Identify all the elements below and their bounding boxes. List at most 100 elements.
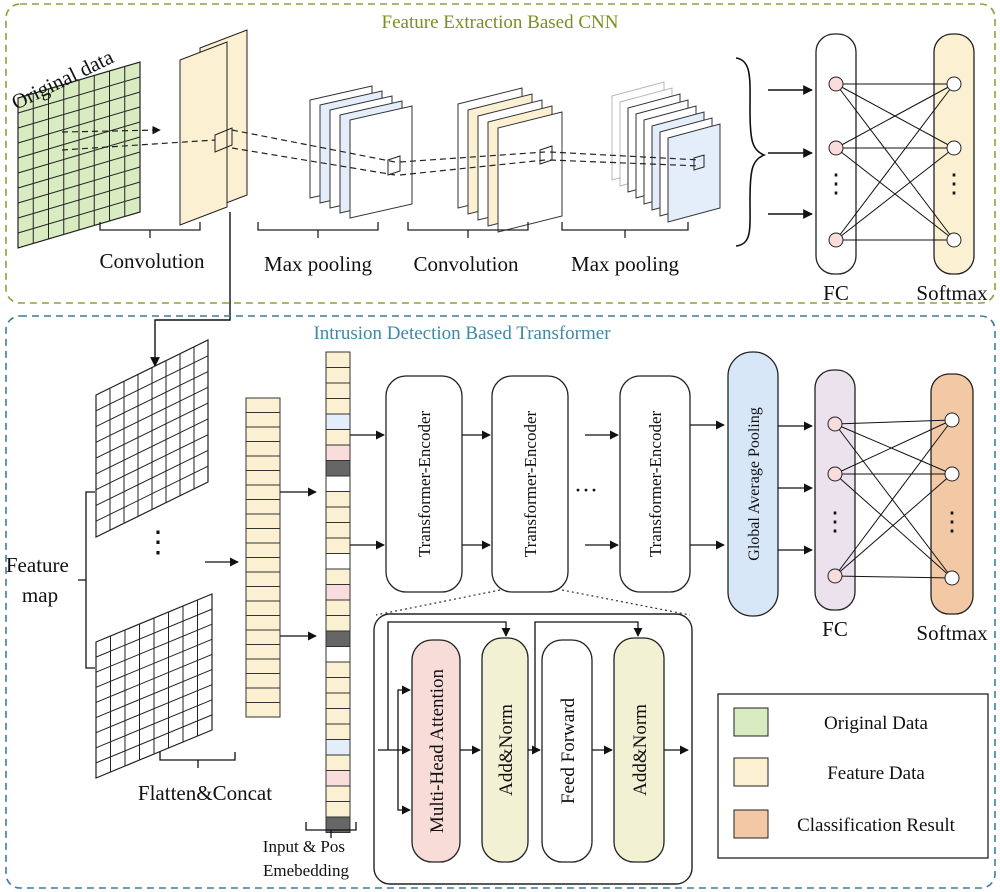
original-grid-row-line	[17, 76, 141, 114]
feature-map-bracket	[78, 491, 95, 669]
feature-map-top-row-line	[95, 371, 209, 428]
feature-map-top-row-line	[95, 434, 209, 491]
flatten-cell	[245, 658, 281, 674]
connection-line	[834, 575, 953, 579]
transformer-nodes	[827, 412, 960, 586]
flatten-cell	[245, 615, 281, 631]
connection-line	[835, 147, 955, 241]
embedding-cell	[325, 506, 351, 523]
transformer-encoder-2: Transformer-Encoder	[491, 375, 569, 593]
neuron-node	[946, 76, 962, 92]
connection-line	[834, 423, 953, 475]
connection-line	[835, 83, 955, 149]
stage-label-max-pooling-2: Max pooling	[571, 252, 679, 276]
feature-map-bottom-row-line	[95, 608, 213, 658]
legend-swatch-feature	[733, 757, 769, 787]
flatten-cell	[245, 644, 281, 660]
embedding-cell	[325, 460, 351, 477]
embedding-cell	[325, 754, 351, 771]
original-grid-row-line	[17, 136, 141, 174]
original-grid-row-line	[17, 106, 141, 144]
connection-line	[834, 423, 953, 579]
legend-swatch-original	[733, 707, 769, 737]
transformer-section-title: Intrusion Detection Based Transformer	[313, 323, 611, 344]
gap-to-fc-arrows	[778, 421, 813, 555]
flatten-cell	[245, 470, 281, 486]
original-data-grid	[17, 61, 141, 249]
embedding-label-line-1: Input & Pos	[263, 837, 345, 856]
embedding-cell	[325, 522, 351, 539]
feature-map-grid-top	[95, 339, 209, 538]
flatten-cell	[245, 702, 281, 718]
stage-label-convolution-2: Convolution	[413, 252, 519, 276]
embedding-cell	[325, 429, 351, 446]
legend-item-classification-result: Classification Result	[733, 809, 956, 839]
pool1-sheet	[349, 105, 413, 219]
flatten-cell	[245, 687, 281, 703]
detail-add-norm-2: Add&Norm	[613, 637, 665, 863]
flatten-vector	[245, 397, 281, 718]
connection-line	[834, 419, 953, 577]
flatten-cell	[245, 513, 281, 529]
flatten-cell	[245, 455, 281, 471]
svg-text:Add&Norm: Add&Norm	[496, 704, 517, 796]
flatten-cell	[245, 600, 281, 616]
embedding-cell	[325, 661, 351, 678]
feature-map-top-row-line	[95, 418, 209, 475]
embedding-cell	[325, 801, 351, 818]
embedding-cell	[325, 708, 351, 725]
conv2-sheet	[497, 111, 563, 233]
flatten-cell	[245, 673, 281, 689]
svg-text:Feature Data: Feature Data	[827, 763, 925, 784]
embedding-cell	[325, 568, 351, 585]
feature-map-label: Feature map	[6, 553, 74, 607]
transformer-fc-layer	[814, 369, 856, 611]
flatten-cell	[245, 542, 281, 558]
neuron-node	[828, 76, 844, 92]
connection-line	[834, 419, 953, 425]
max-pooling-stack-2	[611, 81, 721, 223]
connection-line	[834, 473, 953, 579]
feature-map-bottom-row-line	[95, 653, 213, 703]
neuron-node	[827, 568, 843, 584]
embedding-cell	[325, 367, 351, 384]
pool1-kernel	[387, 155, 401, 176]
stage-label-convolution-1: Convolution	[99, 249, 205, 273]
cnn-softmax-ellipsis: ⋮	[941, 169, 967, 198]
svg-text:Transformer-Encoder: Transformer-Encoder	[646, 411, 665, 558]
flatten-cell	[245, 586, 281, 602]
transformer-encoder-1: Transformer-Encoder	[385, 375, 463, 593]
embedding-cell	[325, 537, 351, 554]
detail-add-norm-1: Add&Norm	[481, 637, 529, 863]
embedding-cell	[325, 646, 351, 663]
svg-text:Transformer-Encoder: Transformer-Encoder	[521, 411, 540, 558]
transformer-softmax-ellipsis: ⋮	[939, 507, 965, 536]
embedding-cell	[325, 475, 351, 492]
feature-map-bottom-row-line	[95, 714, 213, 764]
cnn-fc-label: FC	[823, 281, 849, 305]
embedding-cell	[325, 599, 351, 616]
encoder-zoom-lines	[375, 589, 691, 616]
transformer-connections	[834, 419, 953, 579]
feature-map-bottom-row-line	[95, 623, 213, 673]
embedding-cell	[325, 351, 351, 368]
flatten-cell	[245, 571, 281, 587]
stage-label-max-pooling-1: Max pooling	[264, 252, 372, 276]
cnn-softmax-label: Softmax	[916, 281, 988, 305]
cnn-section-title: Feature Extraction Based CNN	[382, 12, 619, 33]
legend-item-original-data: Original Data	[733, 707, 929, 737]
embedding-cell	[325, 398, 351, 415]
embedding-cell	[325, 444, 351, 461]
embedding-cell	[325, 739, 351, 756]
svg-text:Feed Forward: Feed Forward	[558, 697, 579, 804]
feature-map-top-row-line	[95, 402, 209, 459]
neuron-node	[944, 466, 960, 482]
flatten-cell	[245, 412, 281, 428]
feature-map-label-line-1: Feature	[6, 553, 69, 577]
original-grid-row-line	[17, 151, 141, 189]
cnn-fc-ellipsis: ⋮	[823, 169, 849, 198]
feature-map-grid-bottom	[95, 593, 213, 779]
embedding-to-encoder-arrows	[350, 420, 725, 550]
legend-item-feature-data: Feature Data	[733, 757, 925, 787]
transformer-softmax-label: Softmax	[916, 621, 988, 645]
